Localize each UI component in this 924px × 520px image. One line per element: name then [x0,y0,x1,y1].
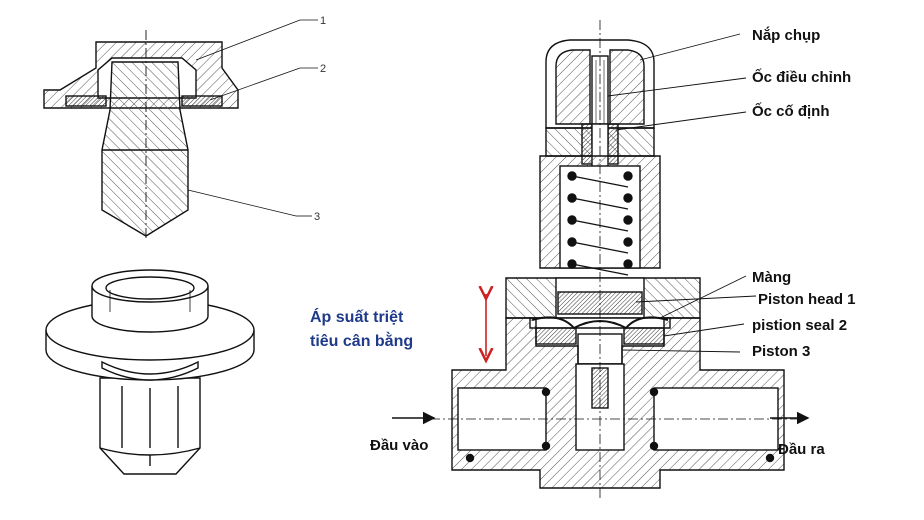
label-cap: Nắp chụp [752,26,820,44]
left-section-drawing [43,19,318,240]
callout-2: 2 [320,63,326,75]
left-3d-drawing [45,269,255,475]
regulator-section [430,20,800,500]
callout-3: 3 [314,211,320,223]
label-membrane: Màng [752,269,791,286]
label-piston-seal: pistion seal 2 [752,317,847,334]
label-adjust-nut: Ốc điều chỉnh [752,68,851,86]
pressure-note-line1: Áp suất triệt [310,307,404,326]
label-inlet: Đầu vào [370,437,428,454]
label-piston: Piston 3 [752,343,810,360]
label-lock-nut: Ốc cố định [752,102,830,120]
callout-1: 1 [320,15,326,27]
pressure-note-line2: tiêu cân bằng [310,331,413,350]
label-outlet: Đầu ra [778,441,825,458]
label-piston-head: Piston head 1 [758,291,856,308]
label-leaders [607,33,757,353]
